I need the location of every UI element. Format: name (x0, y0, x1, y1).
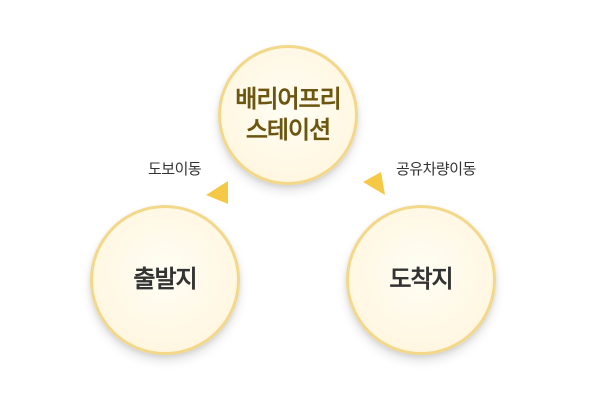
node-top-line-1: 배리어프리 (235, 84, 341, 113)
triangle-arrow-icon (206, 181, 228, 204)
edge-shared-vehicle-label: 공유차량이동 (396, 160, 476, 178)
node-origin-label: 출발지 (133, 265, 197, 294)
edge-walking-label: 도보이동 (148, 160, 202, 178)
node-top-line-2: 스테이션 (245, 116, 331, 144)
node-origin: 출발지 (90, 205, 240, 355)
node-barrier-free-station-label: 배리어프리 스테이션 (235, 84, 341, 146)
triangle-arrow-icon (363, 172, 385, 195)
node-barrier-free-station: 배리어프리 스테이션 (218, 45, 358, 185)
node-destination-label: 도착지 (389, 265, 453, 294)
node-destination: 도착지 (346, 205, 496, 355)
